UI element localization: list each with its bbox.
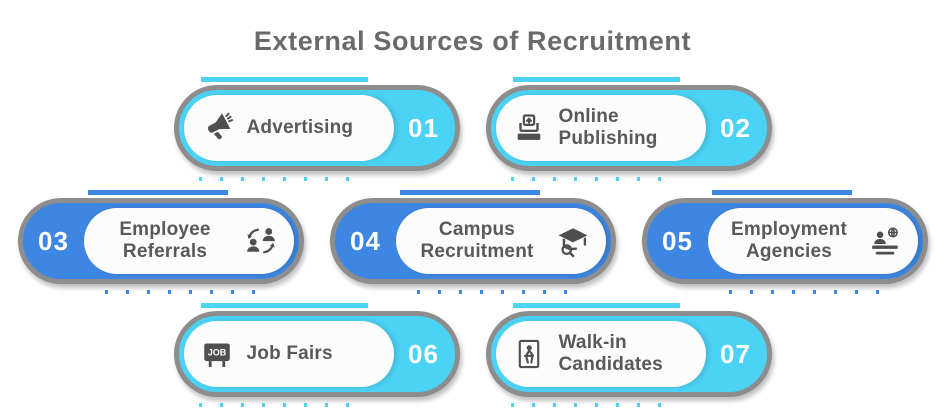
dotted-underline — [510, 403, 679, 407]
dotted-underline — [416, 290, 575, 294]
accent-bar — [200, 77, 368, 82]
pill-advertising: Advertising 01 — [173, 85, 460, 171]
card-body: Employment Agencies — [707, 208, 918, 274]
megaphone-icon — [200, 111, 234, 145]
source-card-employment-agencies: 05 Employ — [641, 190, 928, 294]
source-number: 03 — [38, 225, 69, 256]
pill-employment-agencies: 05 Employ — [641, 198, 928, 284]
pill-walk-in-candidates: Walk-in Candidates 07 — [485, 311, 772, 397]
row-3: JOB Job Fairs 06 — [0, 303, 945, 407]
walk-in-door-icon — [512, 337, 546, 371]
source-label: Advertising — [246, 116, 354, 138]
dotted-underline — [198, 177, 367, 181]
pill-online-publishing: Online Publishing 02 — [485, 85, 772, 171]
page-title: External Sources of Recruitment — [253, 26, 692, 56]
agency-desk-globe-icon — [868, 224, 902, 258]
source-card-employee-referrals: 03 Employee R — [17, 190, 304, 294]
card-body: Campus Recruitment — [395, 208, 606, 274]
accent-bar — [87, 190, 228, 195]
card-body: JOB Job Fairs — [183, 321, 394, 387]
accent-bar — [200, 303, 368, 308]
source-card-campus-recruitment: 04 Campus Recruitment — [329, 190, 616, 294]
card-body: Employee Referrals — [83, 208, 294, 274]
source-number: 06 — [408, 338, 439, 369]
source-label: Job Fairs — [246, 342, 333, 364]
pill-campus-recruitment: 04 Campus Recruitment — [329, 198, 616, 284]
referral-people-icon — [244, 224, 278, 258]
source-label: Online Publishing — [558, 105, 658, 149]
job-sign-icon: JOB — [200, 337, 234, 371]
source-label: Walk-in Candidates — [558, 331, 663, 375]
source-label: Campus Recruitment — [420, 218, 534, 262]
source-card-job-fairs: JOB Job Fairs 06 — [173, 303, 460, 407]
source-card-online-publishing: Online Publishing 02 — [485, 77, 772, 181]
pill-job-fairs: JOB Job Fairs 06 — [173, 311, 460, 397]
source-number: 05 — [662, 225, 693, 256]
accent-bar — [711, 190, 852, 195]
card-body: Advertising — [183, 95, 394, 161]
source-number: 07 — [720, 338, 751, 369]
dotted-underline — [728, 290, 887, 294]
pill-employee-referrals: 03 Employee R — [17, 198, 304, 284]
accent-bar — [512, 77, 680, 82]
source-label: Employee Referrals — [119, 218, 211, 262]
row-1: Advertising 01 On — [0, 77, 945, 181]
accent-bar — [512, 303, 680, 308]
online-publishing-icon — [512, 111, 546, 145]
source-number: 04 — [350, 225, 381, 256]
accent-bar — [399, 190, 540, 195]
source-card-walk-in-candidates: Walk-in Candidates 07 — [485, 303, 772, 407]
card-body: Walk-in Candidates — [495, 321, 706, 387]
source-label: Employment Agencies — [730, 218, 848, 262]
dotted-underline — [198, 403, 367, 407]
graduation-search-icon — [556, 224, 590, 258]
dotted-underline — [104, 290, 263, 294]
source-card-advertising: Advertising 01 — [173, 77, 460, 181]
source-number: 01 — [408, 112, 439, 143]
source-number: 02 — [720, 112, 751, 143]
svg-text:JOB: JOB — [207, 347, 226, 357]
card-body: Online Publishing — [495, 95, 706, 161]
dotted-underline — [510, 177, 679, 181]
row-2: 03 Employee R — [0, 190, 945, 294]
